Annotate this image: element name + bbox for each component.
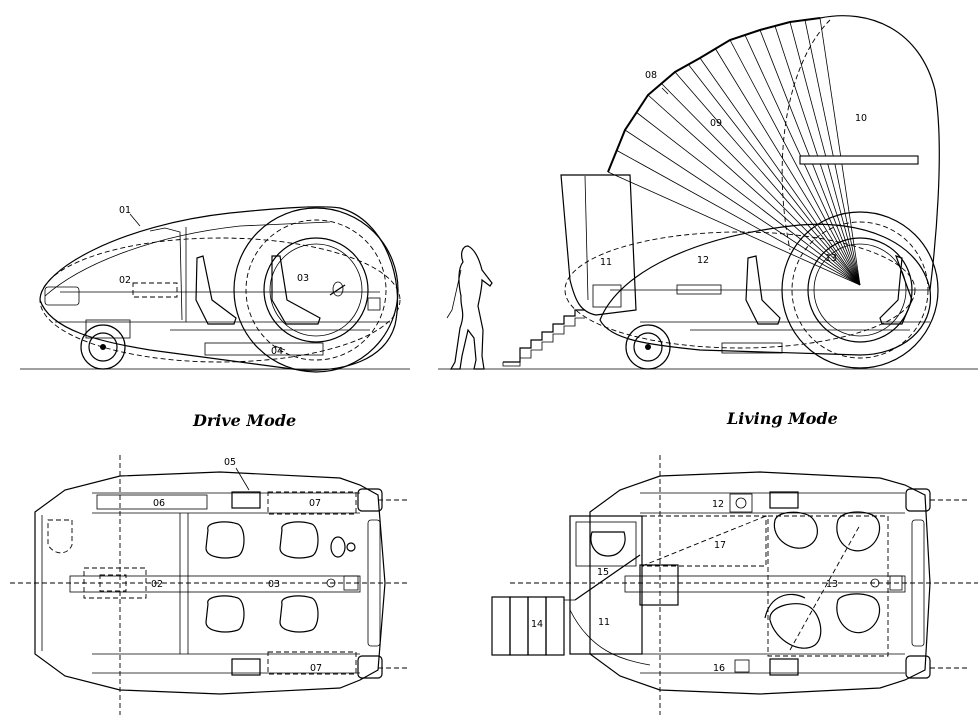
seat-icon [205,521,319,633]
label-03-plan: 03 [268,579,280,590]
label-02: 02 [119,275,131,286]
wheel-icon [625,324,671,370]
drive-side-view: 01 02 03 04 [20,205,410,373]
drive-mode-caption: Drive Mode [193,411,297,430]
steering-wheel-icon [329,281,346,297]
label-10: 10 [855,113,867,124]
label-12: 12 [697,255,709,266]
label-04: 04 [271,346,283,357]
label-13-plan: 13 [826,579,838,590]
label-07-top: 07 [309,498,321,509]
label-11-plan: 11 [598,617,610,628]
human-figure-icon [446,245,493,370]
label-13: 13 [825,253,837,264]
label-11: 11 [600,257,612,268]
living-mode-caption: Living Mode [727,409,838,428]
label-06: 06 [153,498,165,509]
living-side-view: 08 09 10 11 12 13 [438,15,978,370]
label-05: 05 [224,457,236,468]
label-01: 01 [119,205,131,216]
label-15: 15 [597,567,609,578]
label-12-plan: 12 [712,499,724,510]
drive-plan-view: 05 06 07 02 03 07 [10,455,410,715]
label-16: 16 [713,663,725,674]
seat-icon [764,511,881,649]
label-14: 14 [531,619,543,630]
label-03: 03 [297,273,309,284]
label-09: 09 [710,118,722,129]
wheel-icon [80,324,126,370]
label-17: 17 [714,540,726,551]
label-02-plan: 02 [151,579,163,590]
label-07-bottom: 07 [310,663,322,674]
living-plan-view: 12 17 15 13 14 11 16 [491,455,978,715]
label-08: 08 [645,70,657,81]
steering-wheel-icon [330,536,356,558]
